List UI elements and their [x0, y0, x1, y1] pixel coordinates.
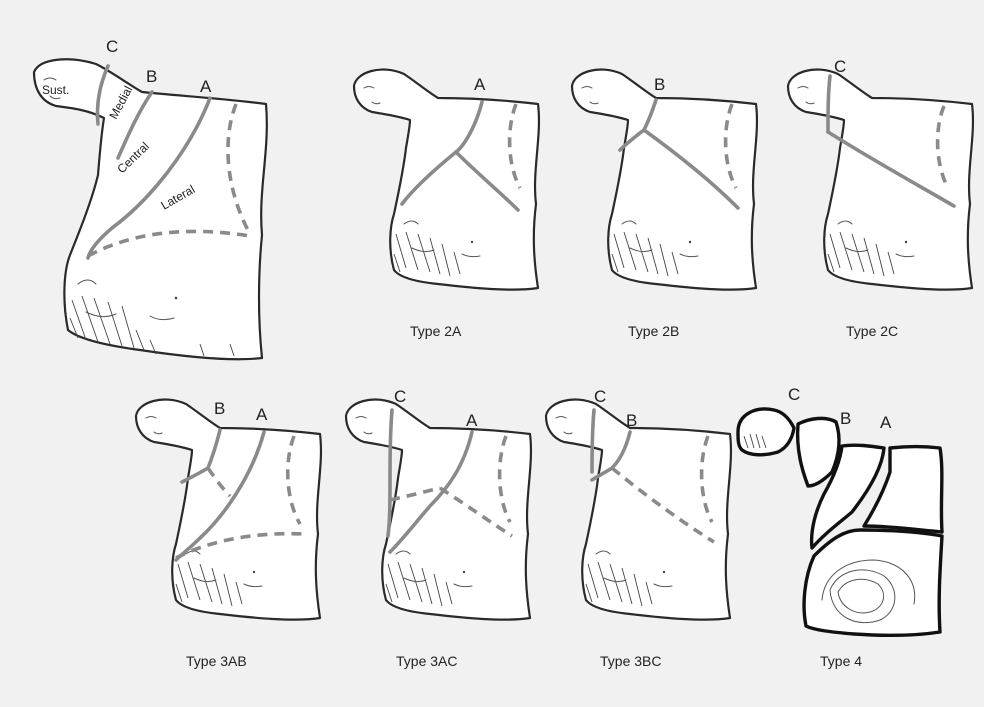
label-a: A — [466, 411, 478, 430]
label-b: B — [840, 409, 851, 428]
caption-type-4: Type 4 — [820, 653, 862, 669]
caption-type-3ac: Type 3AC — [396, 653, 457, 669]
reference-calcaneus-panel: C B A Sust. Medial Central Lateral — [34, 37, 267, 359]
label-c: C — [106, 37, 118, 56]
label-a: A — [200, 77, 212, 96]
label-c: C — [594, 387, 606, 406]
caption-type-2c: Type 2C — [846, 323, 898, 339]
panel-type-3ab: B A — [136, 399, 321, 620]
fragment-tuberosity — [804, 530, 942, 635]
panel-type-3bc: C B — [546, 387, 731, 620]
fracture-line-c — [828, 76, 830, 132]
label-a: A — [474, 75, 486, 94]
label-a: A — [256, 405, 268, 424]
label-a: A — [880, 413, 892, 432]
panel-type-2a: A — [354, 70, 539, 290]
caption-type-2a: Type 2A — [410, 323, 462, 339]
fracture-line-c — [592, 410, 594, 472]
label-b: B — [626, 411, 637, 430]
caption-type-3ab: Type 3AB — [186, 653, 247, 669]
label-c: C — [394, 387, 406, 406]
label-b: B — [146, 67, 157, 86]
label-b: B — [214, 399, 225, 418]
caption-type-3bc: Type 3BC — [600, 653, 661, 669]
zone-sust: Sust. — [42, 83, 69, 97]
panel-type-2b: B — [572, 70, 757, 290]
panel-type-3ac: C A — [346, 387, 531, 620]
label-b: B — [654, 75, 665, 94]
panel-type-4: C B A — [738, 385, 942, 635]
label-c: C — [834, 57, 846, 76]
caption-type-2b: Type 2B — [628, 323, 679, 339]
label-c: C — [788, 385, 800, 404]
panel-type-2c: C — [788, 57, 973, 290]
